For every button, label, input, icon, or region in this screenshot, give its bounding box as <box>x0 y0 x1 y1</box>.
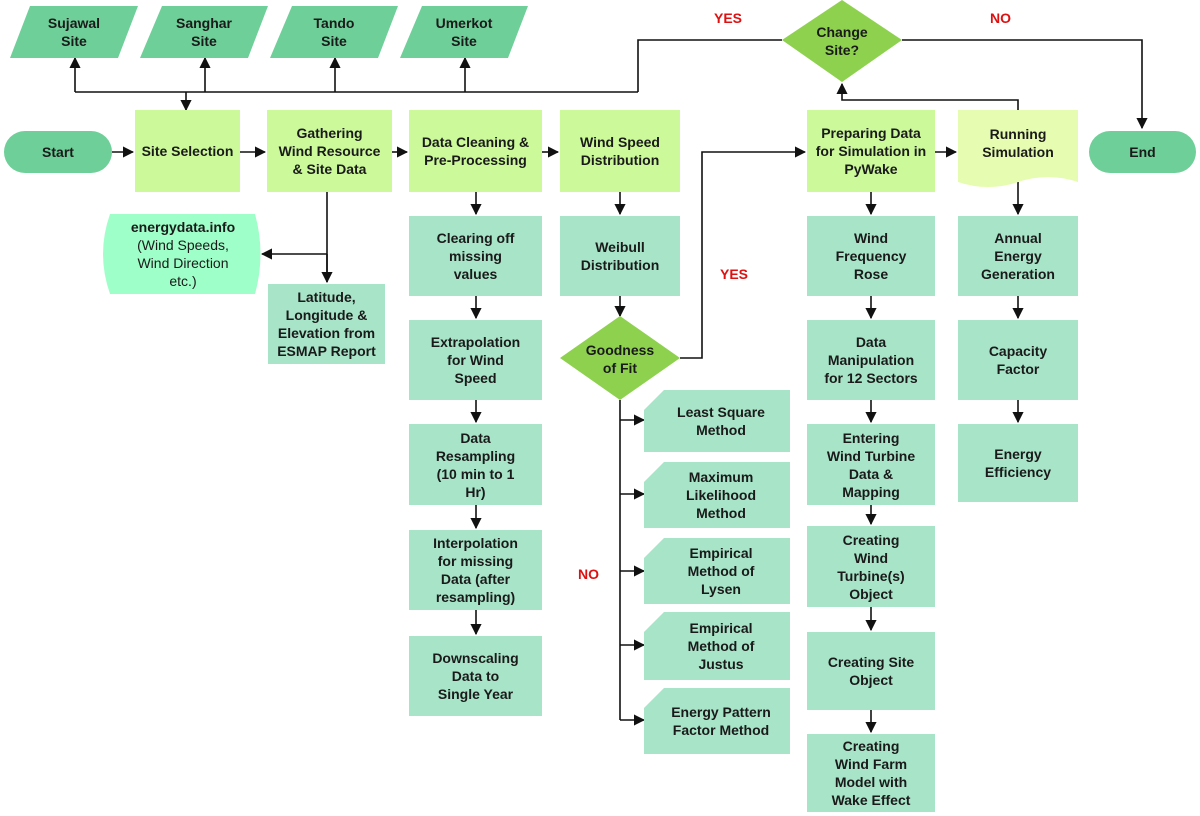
arrow-running-to-change <box>836 82 1019 110</box>
cleaning-step-4[interactable]: Interpolation for missing Data (after re… <box>409 530 542 610</box>
pywake-step-2[interactable]: Data Manipulation for 12 Sectors <box>807 320 935 400</box>
result-capacity-factor[interactable]: Capacity Factor <box>958 320 1078 400</box>
cleaning-step-5[interactable]: Downscaling Data to Single Year <box>409 636 542 716</box>
cleaning-step-3[interactable]: Data Resampling (10 min to 1 Hr) <box>409 424 542 505</box>
wind-speed-distribution-box[interactable]: Wind Speed Distribution <box>560 110 680 192</box>
fit-max-likelihood-shape <box>644 462 790 528</box>
site-tando-shape <box>270 6 398 58</box>
energydata-details: (Wind Speeds, Wind Direction etc.) <box>137 237 229 289</box>
energydata-source[interactable]: energydata.info (Wind Speeds, Wind Direc… <box>104 214 262 294</box>
label-yes-top: YES <box>714 10 743 26</box>
energydata-shape <box>103 214 261 294</box>
lat-long-box[interactable]: Latitude, Longitude & Elevation from ESM… <box>268 284 385 364</box>
site-umerkot[interactable]: Umerkot Site <box>435 15 493 49</box>
goodness-diamond <box>560 316 680 400</box>
pywake-step-3[interactable]: Entering Wind Turbine Data & Mapping <box>807 424 935 505</box>
running-simulation-box[interactable]: Running Simulation <box>982 126 1054 160</box>
data-cleaning-box[interactable]: Data Cleaning & Pre-Processing <box>409 110 542 192</box>
result-energy-efficiency[interactable]: Energy Efficiency <box>958 424 1078 502</box>
running-shape <box>958 110 1078 187</box>
weibull-box[interactable]: Weibull Distribution <box>560 216 680 296</box>
change-site-diamond <box>782 0 902 82</box>
arrow-change-to-end <box>902 39 1148 130</box>
site-sujawal[interactable]: Sujawal Site <box>47 15 101 49</box>
site-sanghar-shape <box>140 6 268 58</box>
arrow-goodness-yes <box>680 146 807 359</box>
yes-loop-line <box>637 39 782 92</box>
cleaning-step-2[interactable]: Extrapolation for Wind Speed <box>409 320 542 400</box>
energydata-title: energydata.info <box>130 219 236 235</box>
fit-least-square-shape <box>644 390 790 452</box>
label-no-top: NO <box>990 10 1011 26</box>
gathering-box[interactable]: Gathering Wind Resource & Site Data <box>267 110 392 192</box>
site-sanghar[interactable]: Sanghar Site <box>175 15 232 49</box>
fit-justus-shape <box>644 612 790 680</box>
goodness-of-fit-decision[interactable]: Goodness of Fit <box>585 342 655 376</box>
site-selection-box[interactable]: Site Selection <box>135 110 240 192</box>
result-annual-energy[interactable]: Annual Energy Generation <box>958 216 1078 296</box>
preparing-data-box[interactable]: Preparing Data for Simulation in PyWake <box>807 110 935 192</box>
fit-lysen-shape <box>644 538 790 604</box>
label-yes-mid: YES <box>720 266 749 282</box>
fit-method-energy-pattern[interactable]: Energy Pattern Factor Method <box>671 704 771 738</box>
site-tando[interactable]: Tando Site <box>313 15 355 49</box>
pywake-step-5[interactable]: Creating Site Object <box>807 632 935 710</box>
fit-method-lysen[interactable]: Empirical Method of Lysen <box>687 545 755 597</box>
end-terminal[interactable]: End <box>1089 131 1196 173</box>
fit-method-max-likelihood[interactable]: Maximum Likelihood Method <box>686 469 756 521</box>
change-site-decision[interactable]: Change Site? <box>816 24 868 58</box>
fit-energy-pattern-shape <box>644 688 790 754</box>
pywake-step-4[interactable]: Creating Wind Turbine(s) Object <box>807 526 935 607</box>
cleaning-step-1[interactable]: Clearing off missing values <box>409 216 542 296</box>
label-no-mid: NO <box>578 566 599 582</box>
site-sujawal-shape <box>10 6 138 58</box>
pywake-step-1[interactable]: Wind Frequency Rose <box>807 216 935 296</box>
pywake-step-6[interactable]: Creating Wind Farm Model with Wake Effec… <box>807 734 935 812</box>
start-terminal[interactable]: Start <box>4 131 112 173</box>
fit-method-least-square[interactable]: Least Square Method <box>677 404 765 438</box>
site-umerkot-shape <box>400 6 528 58</box>
fit-method-justus[interactable]: Empirical Method of Justus <box>687 620 755 672</box>
